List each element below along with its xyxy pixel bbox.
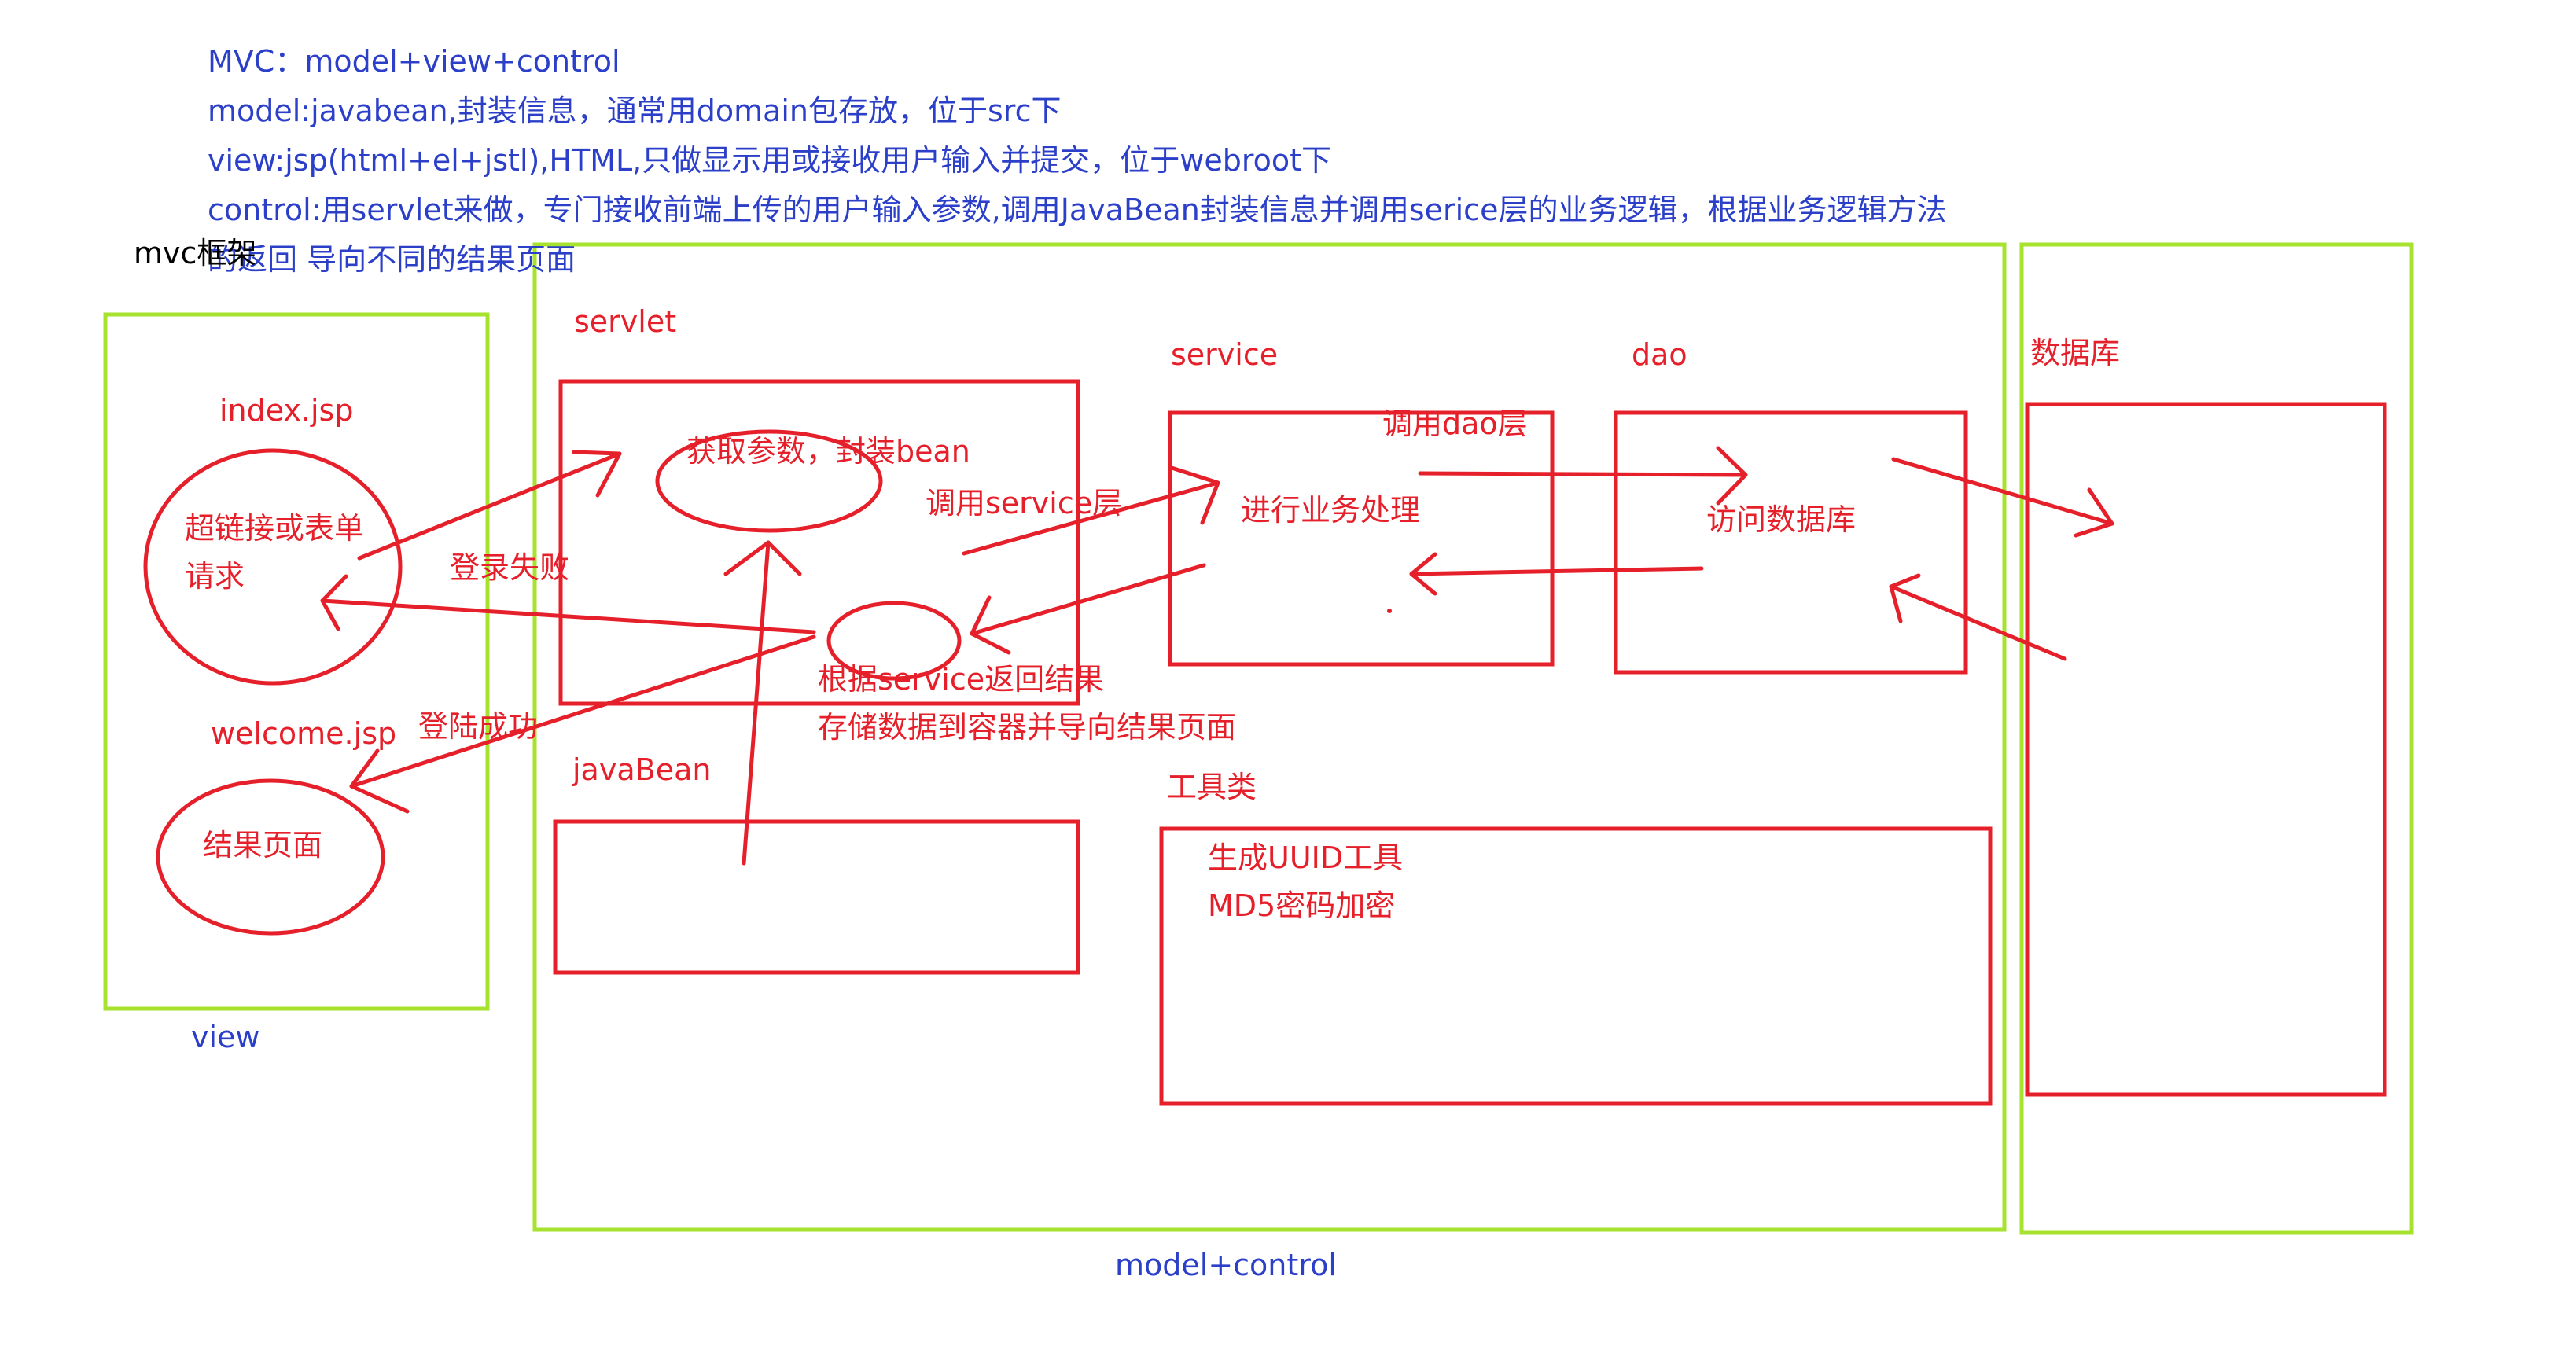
view-caption: view — [191, 1020, 260, 1054]
business-label: 进行业务处理 — [1241, 493, 1421, 528]
arrow-database-to-dao — [1889, 573, 2067, 661]
call-service-label: 调用service层 — [926, 486, 1123, 520]
login-success-label: 登陆成功 — [418, 709, 539, 744]
javabean-box — [553, 819, 1080, 975]
service-label: service — [1171, 337, 1279, 372]
intro-line-mvc: MVC：model+view+control — [208, 44, 620, 79]
model-control-caption: model+control — [1115, 1248, 1337, 1282]
request-label-line2: 请求 — [185, 559, 245, 594]
return-label-line1: 根据service返回结果 — [818, 662, 1105, 697]
return-label-line2: 存储数据到容器并导向结果页面 — [818, 710, 1237, 745]
intro-line-return: 的返回 导向不同的结果页面 — [208, 242, 576, 277]
arrow-javabean-to-servlet — [723, 540, 802, 866]
arrow-service-to-dao — [1418, 446, 1748, 506]
access-db-label: 访问数据库 — [1706, 502, 1857, 537]
intro-line-model: model:javabean,封装信息，通常用domain包存放，位于src下 — [208, 94, 1062, 128]
arrow-dao-to-service — [1409, 552, 1704, 596]
request-ellipse — [143, 448, 403, 686]
view-panel — [103, 312, 490, 1011]
servlet-box — [558, 379, 1080, 706]
model-control-panel — [532, 242, 2007, 1232]
get-params-ellipse — [655, 429, 883, 533]
welcome-jsp-label: welcome.jsp — [211, 716, 397, 751]
arrow-request-to-servlet — [357, 450, 622, 561]
index-jsp-label: index.jsp — [219, 393, 354, 428]
arrow-servlet-to-service — [962, 465, 1220, 556]
arrow-login-success — [349, 634, 816, 814]
tools-label: 工具类 — [1167, 770, 1257, 804]
javabean-label: javaBean — [572, 752, 712, 787]
login-fail-label: 登录失败 — [450, 550, 570, 585]
arrow-service-to-servlet — [970, 563, 1206, 655]
request-label-line1: 超链接或表单 — [185, 511, 365, 546]
arrow-login-fail — [320, 574, 816, 634]
database-panel — [2019, 242, 2414, 1235]
database-box — [2025, 402, 2387, 1097]
intro-line-control: control:用servlet来做，专门接收前端上传的用户输入参数,调用Jav… — [208, 193, 1947, 227]
call-dao-label: 调用dao层 — [1382, 406, 1528, 441]
md5-label: MD5密码加密 — [1208, 888, 1396, 923]
arrow-dao-to-database — [1891, 457, 2114, 538]
result-ellipse — [156, 778, 385, 936]
uuid-label: 生成UUID工具 — [1208, 840, 1404, 875]
get-params-label: 获取参数，封装bean — [686, 434, 970, 469]
dao-box — [1614, 410, 1968, 675]
result-page-label: 结果页面 — [203, 828, 323, 862]
return-ellipse — [826, 601, 962, 681]
tools-box — [1159, 826, 1993, 1106]
dao-label: dao — [1632, 337, 1687, 372]
database-label: 数据库 — [2030, 336, 2121, 370]
service-box — [1168, 410, 1555, 667]
intro-line-view: view:jsp(html+el+jstl),HTML,只做显示用或接收用户输入… — [208, 143, 1332, 178]
stray-dot — [1387, 609, 1392, 613]
servlet-label: servlet — [574, 304, 677, 339]
mvc-framework-label: mvc框架 — [134, 236, 257, 270]
